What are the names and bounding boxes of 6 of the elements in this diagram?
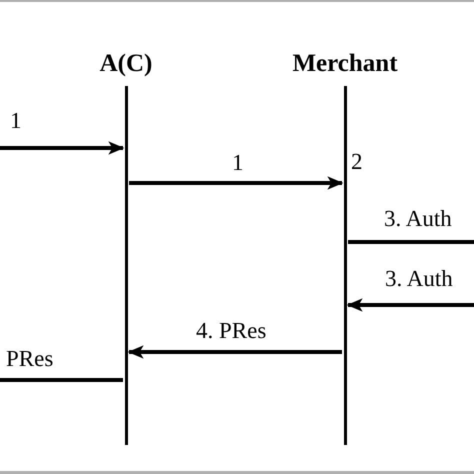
- message-arrow: [0, 141, 124, 155]
- message-arrow: [128, 345, 342, 359]
- participant-name: Merchant: [291, 50, 399, 78]
- participant-name: A(C): [98, 50, 154, 78]
- message-arrow: [129, 176, 344, 190]
- message-arrow: [346, 298, 474, 312]
